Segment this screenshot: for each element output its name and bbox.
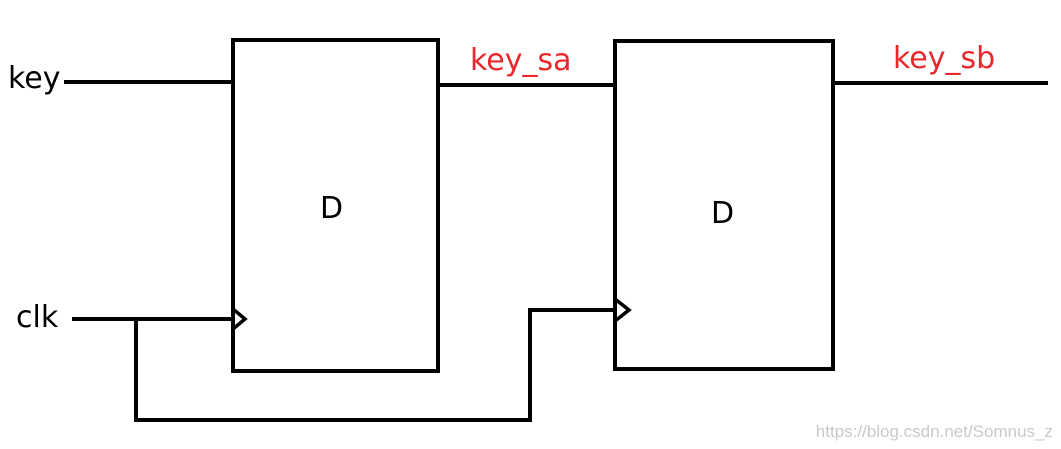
clock-edge-marker-2 — [613, 297, 632, 323]
d-flipflop-2 — [613, 39, 835, 371]
flipflop-2-label: D — [711, 196, 734, 231]
clk-label: clk — [16, 300, 59, 335]
key-label: key — [8, 61, 61, 96]
watermark-text: https://blog.csdn.net/Somnus_z — [816, 422, 1053, 441]
key-sb-label: key_sb — [893, 41, 995, 76]
clk-branch-wire — [134, 308, 617, 422]
key-sa-label: key_sa — [470, 43, 572, 78]
flipflop-1-label: D — [320, 191, 343, 226]
clock-edge-marker-1 — [231, 307, 248, 331]
d-flipflop-1 — [231, 38, 440, 373]
